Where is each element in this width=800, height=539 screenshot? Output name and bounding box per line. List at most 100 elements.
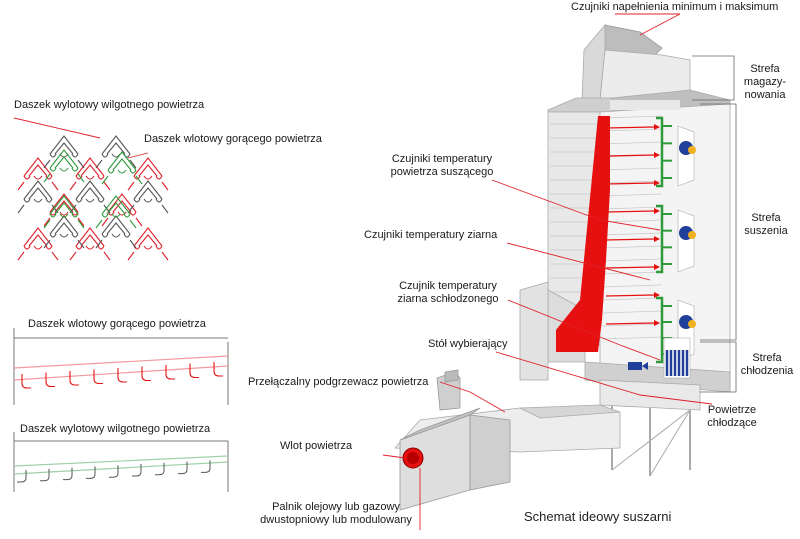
zone-cooling-line-2: chłodzenia: [740, 365, 794, 377]
hot-air-arrow-7: [605, 322, 655, 325]
humid-duct-vane-6: [155, 462, 165, 476]
hot-duct-label: Daszek wlotowy gorącego powietrza: [28, 318, 206, 330]
front-slat-16: [601, 323, 663, 327]
zone-drying-label: Strefa suszenia: [738, 212, 794, 238]
hot-air-arrows: [605, 124, 660, 326]
humid-duct-vane-0: [17, 470, 27, 483]
discharge-table-label: Stół wybierający: [428, 338, 508, 350]
humid-duct-vane-7: [178, 461, 188, 475]
hot-duct-vane-1: [45, 372, 55, 388]
front-slat-10: [601, 245, 663, 249]
cooling-grid: [628, 337, 691, 379]
hot-air-arrow-6: [605, 294, 655, 297]
roof-black-3: [69, 180, 111, 214]
roof-cross-section: [17, 135, 169, 261]
hot-air-arrow-1: [605, 154, 655, 157]
roof-green-0: [43, 149, 85, 183]
cooling-air-line-2: chłodzące: [707, 417, 757, 429]
drying-air-sensors-line-2: powietrza suszącego: [390, 166, 494, 178]
hot-air-arrowhead-7: [654, 320, 660, 326]
roof-red-3: [17, 227, 59, 261]
roof-outlet-label: Daszek wylotowy wilgotnego powietrza: [14, 99, 205, 111]
fan-unit-1: [677, 209, 696, 273]
roof-black-0: [43, 135, 85, 169]
hot-duct-vane-2: [69, 371, 79, 386]
cooled-grain-sensor-line-1: Czujnik temperatury: [399, 280, 497, 292]
roof-red-6: [43, 193, 85, 227]
zone-storage-line-1: Strefa: [750, 63, 780, 75]
zone-drying-line-1: Strefa: [751, 212, 781, 224]
humid-column-2: [656, 296, 664, 364]
front-slat-11: [601, 258, 663, 262]
roof-red-0: [17, 157, 59, 191]
front-slat-17: [601, 336, 663, 340]
air-inlet-label: Wlot powietrza: [280, 440, 353, 452]
zone-drying-line-2: suszenia: [744, 225, 788, 237]
hot-air-arrowhead-2: [654, 180, 660, 186]
front-slat-4: [601, 167, 663, 171]
hot-duct-vane-6: [165, 365, 175, 380]
hot-duct-vane-8: [213, 362, 223, 377]
hot-air-arrowhead-1: [654, 152, 660, 158]
front-slat-13: [601, 284, 663, 288]
front-slat-6: [601, 193, 663, 197]
humid-duct-label: Daszek wylotowy wilgotnego powietrza: [20, 423, 211, 435]
hot-air-arrowhead-5: [654, 264, 660, 270]
hot-duct-vane-0: [21, 374, 31, 389]
roof-red-4: [69, 227, 111, 261]
hot-air-arrow-0: [605, 126, 655, 129]
roof-green-2: [43, 195, 85, 229]
burner-label: Palnik olejowy lub gazowy dwustopniowy l…: [246, 501, 426, 527]
burner-line-2: dwustopniowy lub modulowany: [260, 514, 412, 526]
humid-duct-vane-5: [132, 464, 142, 477]
humid-duct-vane-8: [201, 460, 211, 473]
hot-air-arrowhead-0: [654, 124, 660, 130]
hot-air-arrow-3: [605, 210, 655, 213]
zone-storage-label: Strefa magazy- nowania: [736, 63, 794, 102]
preheater-label: Przełączalny podgrzewacz powietrza: [248, 376, 429, 388]
front-slat-7: [601, 206, 663, 210]
front-slat-5: [601, 180, 663, 184]
cooled-grain-sensor-label: Czujnik temperatury ziarna schłodzonego: [388, 280, 508, 306]
drying-air-sensors-line-1: Czujniki temperatury: [391, 153, 493, 165]
humid-duct-vane-1: [40, 468, 50, 482]
cooling-air-line-1: Powietrze: [707, 404, 757, 416]
roof-red-5: [127, 227, 169, 261]
hot-air-arrow-5: [605, 266, 655, 269]
hot-air-duct-diagram: [13, 328, 229, 405]
humid-duct-vane-3: [86, 466, 96, 479]
roof-green-1: [101, 151, 143, 185]
hot-duct-vane-5: [141, 366, 151, 382]
roof-red-1: [69, 157, 111, 191]
fan-unit-0: [677, 125, 696, 187]
roof-green-3: [95, 195, 137, 229]
humid-air-columns: [656, 116, 672, 364]
front-slat-12: [601, 271, 663, 275]
zone-braces: [692, 55, 737, 393]
roof-inlet-label: Daszek wlotowy gorącego powietrza: [144, 133, 322, 145]
zone-storage-line-3: nowania: [744, 89, 786, 101]
front-slat-9: [601, 232, 663, 236]
hot-duct-vane-3: [93, 369, 103, 385]
hot-duct-vane-4: [117, 368, 127, 383]
humid-duct-vane-4: [109, 465, 119, 478]
front-slat-1: [601, 128, 663, 132]
cooling-air-label: Powietrze chłodzące: [700, 404, 764, 430]
roof-black-2: [17, 180, 59, 214]
burner-line-1: Palnik olejowy lub gazowy: [272, 501, 400, 513]
roof-black-6: [95, 215, 137, 249]
hot-air-flow: [556, 116, 610, 352]
humid-air-duct-diagram: [13, 432, 229, 492]
humid-column-0: [656, 116, 664, 188]
cooled-grain-sensor-line-2: ziarna schłodzonego: [397, 293, 499, 305]
diagram-caption: Schemat ideowy suszarni: [524, 509, 672, 524]
hot-air-arrowhead-4: [654, 236, 660, 242]
front-slat-15: [601, 310, 663, 314]
front-slat-2: [601, 141, 663, 145]
humid-duct-vane-2: [63, 467, 73, 481]
fan-units: [677, 125, 696, 361]
roof-black-4: [127, 180, 169, 214]
front-slat-0: [601, 115, 663, 119]
